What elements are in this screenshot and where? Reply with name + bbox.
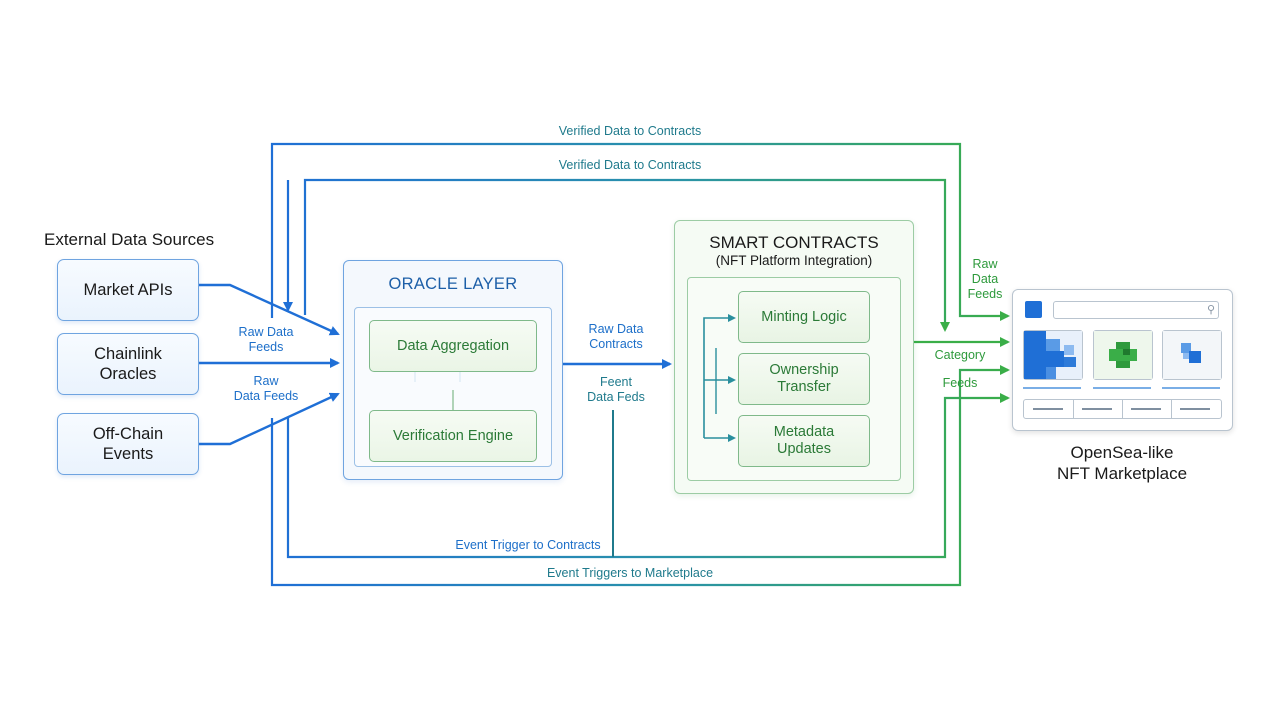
smart-contracts-subtitle: (NFT Platform Integration) [715, 253, 873, 268]
bar-cell-2 [1073, 400, 1123, 418]
sources-title: External Data Sources [44, 230, 215, 249]
smart-contracts-title: SMART CONTRACTS [709, 233, 879, 252]
label-raw-data-feeds-market: Raw Data Feeds [967, 257, 1003, 301]
marketplace-search-bar[interactable]: ⚲ [1053, 301, 1219, 319]
ownership-transfer-box[interactable]: Ownership Transfer [738, 353, 870, 405]
label-raw-data-feeds-2: Raw Data Feeds [233, 374, 299, 403]
label-feent-data-feds: Feent Data Feds [587, 375, 645, 404]
nft-green-cross-icon [1094, 331, 1152, 379]
nft-card-2[interactable] [1093, 330, 1153, 380]
arrow-offchain [198, 392, 340, 446]
oracle-inner-panel: Data Aggregation Verification Engine [354, 307, 552, 467]
search-icon: ⚲ [1206, 304, 1215, 316]
source-offchain-events[interactable]: Off-Chain Events [57, 413, 199, 475]
nft-card-3-underline [1162, 387, 1220, 389]
arrow-market-apis [198, 283, 340, 336]
verified-data-loop-top [270, 142, 1010, 321]
metadata-updates-box[interactable]: Metadata Updates [738, 415, 870, 467]
nft-card-1-underline [1023, 387, 1081, 389]
source-chainlink-oracles[interactable]: Chainlink Oracles [57, 333, 199, 395]
label-verified-data-top: Verified Data to Contracts [558, 124, 702, 138]
source-market-apis[interactable]: Market APIs [57, 259, 199, 321]
minting-logic-box[interactable]: Minting Logic [738, 291, 870, 343]
data-aggregation-box[interactable]: Data Aggregation [369, 320, 537, 372]
nft-blue-pixel-icon [1024, 331, 1082, 379]
marketplace-bottom-bar[interactable] [1023, 399, 1222, 419]
verification-engine-box[interactable]: Verification Engine [369, 410, 537, 462]
nft-card-1[interactable] [1023, 330, 1083, 380]
bar-cell-3 [1122, 400, 1172, 418]
nft-card-2-underline [1093, 387, 1151, 389]
label-verified-data-second: Verified Data to Contracts [558, 158, 702, 172]
oracle-layer[interactable]: ORACLE LAYER Data Aggregation Verificati… [343, 260, 563, 480]
event-trigger-contracts-loop [286, 393, 1010, 559]
label-feeds: Feeds [942, 376, 978, 390]
bar-cell-1 [1024, 400, 1074, 418]
bar-cell-4 [1171, 400, 1221, 418]
marketplace-window[interactable]: ⚲ [1012, 289, 1233, 431]
marketplace-logo-icon [1025, 301, 1042, 318]
oracle-layer-title: ORACLE LAYER [388, 275, 518, 293]
nft-card-3[interactable] [1162, 330, 1222, 380]
label-raw-data-feeds-1: Raw Data Feeds [238, 325, 294, 354]
label-category: Category [934, 348, 986, 362]
label-raw-data-contracts: Raw Data Contracts [588, 322, 644, 351]
contract-internal-arrows [703, 314, 736, 442]
event-trigger-marketplace-loop [270, 365, 1010, 587]
label-event-triggers-marketplace: Event Triggers to Marketplace [546, 566, 714, 580]
smart-contracts-inner: Minting Logic Ownership Transfer Metadat… [687, 277, 901, 481]
label-event-trigger-contracts: Event Trigger to Contracts [455, 538, 601, 552]
verified-data-loop-outer [303, 178, 950, 332]
smart-contracts-panel[interactable]: SMART CONTRACTS (NFT Platform Integratio… [674, 220, 914, 494]
marketplace-title: OpenSea-like NFT Marketplace [1056, 443, 1188, 483]
nft-blue-squares-icon [1163, 331, 1221, 379]
